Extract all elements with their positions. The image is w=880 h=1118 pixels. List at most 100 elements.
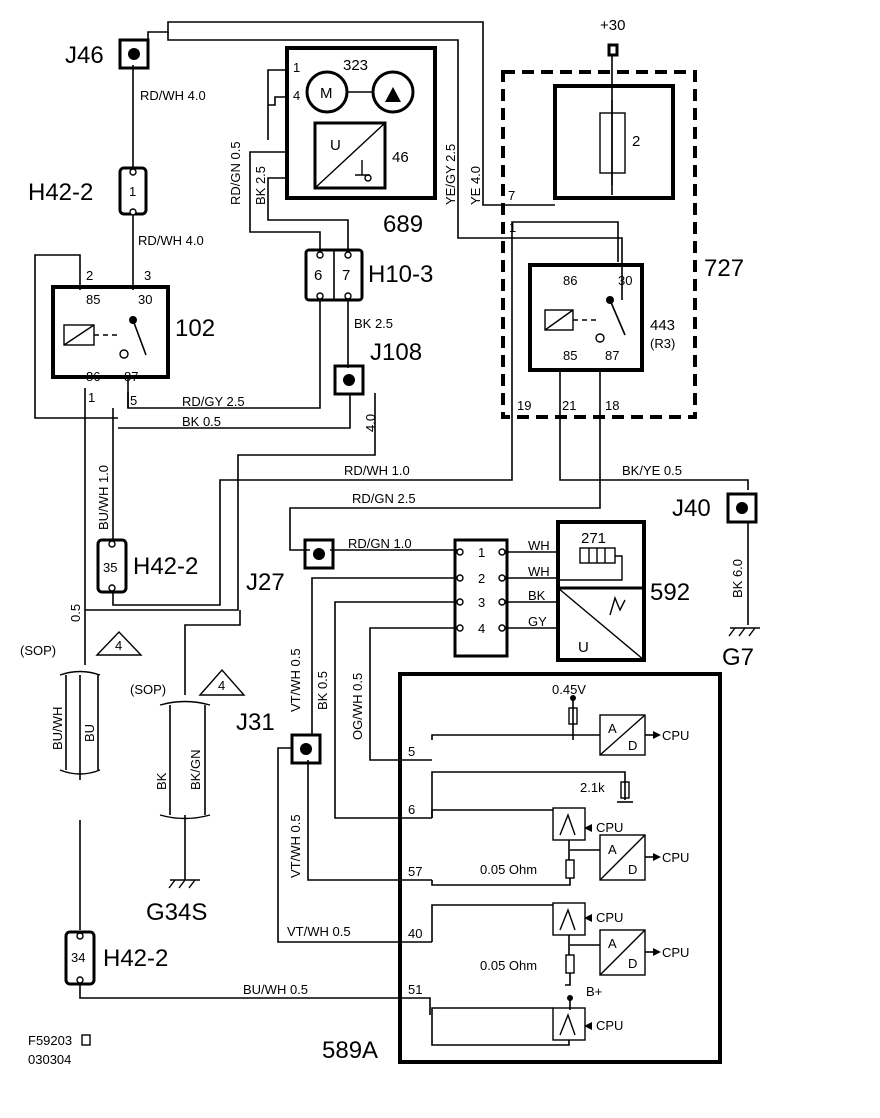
- connector-h10-3: [304, 248, 364, 302]
- label-r3: (R3): [650, 336, 675, 351]
- r102-p87: 87: [124, 369, 138, 384]
- sensor-592: [556, 520, 646, 662]
- label-443: 443: [650, 317, 675, 334]
- pin-h42-35: 35: [103, 560, 117, 575]
- pin-j27-3: 3: [478, 595, 485, 610]
- sop-right-label: (SOP): [130, 682, 166, 697]
- r443-p30: 30: [618, 273, 632, 288]
- ecu-cpu3: CPU: [662, 850, 689, 865]
- u-689: U: [330, 137, 341, 154]
- label-589a: 589A: [322, 1037, 378, 1064]
- pin-j27-4: 4: [478, 621, 485, 636]
- r102-p85: 85: [86, 292, 100, 307]
- wire-vtwh05-b: VT/WH 0.5: [288, 814, 303, 878]
- label-j27: J27: [246, 569, 285, 596]
- sop-right-bundle: [159, 668, 246, 875]
- ecu-pin57: 57: [408, 864, 422, 879]
- u-592: U: [578, 639, 589, 656]
- wire-ye40: YE 4.0: [468, 166, 483, 205]
- label-j108: J108: [370, 339, 422, 366]
- connector-j27: [303, 538, 335, 570]
- r443-p86: 86: [563, 273, 577, 288]
- sop-right-tri: 4: [218, 678, 225, 693]
- wire-rdwh40-b: RD/WH 4.0: [138, 233, 204, 248]
- power-label: +30: [600, 17, 625, 34]
- sop-left-tri: 4: [115, 638, 122, 653]
- ground-g34s: [168, 879, 200, 889]
- ecu-pin40: 40: [408, 926, 422, 941]
- ecu-bplus: B+: [586, 984, 602, 999]
- motor-pin4: 4: [293, 88, 300, 103]
- wire-bk25-a: BK 2.5: [253, 166, 268, 205]
- ecu-a2: A: [608, 842, 617, 857]
- wire-gy592: GY: [528, 614, 547, 629]
- labels: +30 J46 H42-2 102 689 H10-3 J108 727 J40…: [20, 17, 754, 1067]
- module-689: [285, 46, 437, 200]
- label-h10-3: H10-3: [368, 261, 433, 288]
- connector-j31: [290, 733, 322, 765]
- ecu-v045: 0.45V: [552, 682, 586, 697]
- b727-p7: 7: [508, 188, 515, 203]
- connector-h42-pin34: [64, 930, 96, 986]
- label-689: 689: [383, 211, 423, 238]
- wire-bk592: BK: [528, 588, 546, 603]
- r102-p3: 3: [144, 268, 151, 283]
- label-h42-2-bot: H42-2: [103, 945, 168, 972]
- ecu-pin6: 6: [408, 802, 415, 817]
- wire-j108-40: 4.0: [363, 414, 378, 432]
- relay-443: [528, 263, 644, 372]
- connector-h42-pin1: [118, 166, 148, 216]
- wire-buwh05: BU/WH 0.5: [243, 982, 308, 997]
- wire-yegy25: YE/GY 2.5: [443, 144, 458, 205]
- label-g34s: G34S: [146, 899, 207, 926]
- motor-m: M: [320, 85, 333, 102]
- wire-rdwh10: RD/WH 1.0: [344, 463, 410, 478]
- sop-left-label: (SOP): [20, 643, 56, 658]
- r102-p5: 5: [130, 393, 137, 408]
- ecu-a3: A: [608, 936, 617, 951]
- wire-rdgn05: RD/GN 0.5: [228, 141, 243, 205]
- ecu-r21k: 2.1k: [580, 780, 605, 795]
- connector-j108: [333, 364, 365, 396]
- wire-buwh10: BU/WH 1.0: [96, 465, 111, 530]
- pin-h10-7: 7: [342, 267, 350, 284]
- b727-p21: 21: [562, 398, 576, 413]
- module-589a: [398, 672, 722, 1064]
- pin-h42-1: 1: [129, 184, 136, 199]
- label-h42-2-top: H42-2: [28, 179, 93, 206]
- label-g7: G7: [722, 644, 754, 671]
- wire-rdgy25: RD/GY 2.5: [182, 394, 245, 409]
- sop-left-bu: BU: [82, 724, 97, 742]
- sop-left-bundle: [59, 630, 143, 775]
- label-j31: J31: [236, 709, 275, 736]
- label-727: 727: [704, 255, 744, 282]
- wire-rdwh40-a: RD/WH 4.0: [140, 88, 206, 103]
- footer-code: F59203: [28, 1033, 72, 1048]
- r443-p87: 87: [605, 348, 619, 363]
- wire-bk25-b: BK 2.5: [354, 316, 393, 331]
- ground-g7: [728, 627, 760, 637]
- motor-pin1: 1: [293, 60, 300, 75]
- wire-wh2: WH: [528, 564, 550, 579]
- wire-bk05-b: BK 0.5: [315, 671, 330, 710]
- r102-p2: 2: [86, 268, 93, 283]
- ecu-cpu1: CPU: [662, 728, 689, 743]
- wire-rdgn25: RD/GN 2.5: [352, 491, 416, 506]
- label-46: 46: [392, 149, 409, 166]
- ecu-ohm1: 0.05 Ohm: [480, 862, 537, 877]
- unit-727: [501, 43, 697, 419]
- r443-p85: 85: [563, 348, 577, 363]
- ecu-cpu2: CPU: [596, 820, 623, 835]
- wire-vtwh05-a: VT/WH 0.5: [288, 648, 303, 712]
- sop-right-bkgn: BK/GN: [188, 750, 203, 790]
- wire-vtwh05-c: VT/WH 0.5: [287, 924, 351, 939]
- label-592: 592: [650, 579, 690, 606]
- connector-4pin: [453, 538, 509, 658]
- label-fuse2: 2: [632, 133, 640, 150]
- connector-j46: [118, 38, 150, 70]
- r102-p86: 86: [86, 369, 100, 384]
- wire-wh1: WH: [528, 538, 550, 553]
- label-271: 271: [581, 530, 606, 547]
- ecu-d1: D: [628, 738, 637, 753]
